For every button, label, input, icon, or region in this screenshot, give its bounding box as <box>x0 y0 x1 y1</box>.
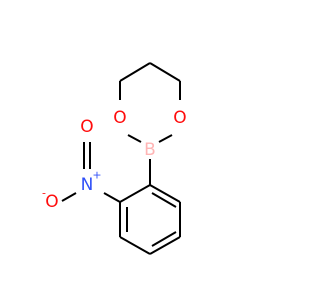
atom-oxygen-nitro-single: O <box>45 192 58 212</box>
bond-ring-3 <box>149 236 181 255</box>
bond-ring-4 <box>119 236 151 255</box>
bond-c-n <box>103 192 121 203</box>
charge-plus: + <box>92 169 101 182</box>
atom-oxygen-ring-left: O <box>113 108 126 128</box>
bond-ring-1-inner <box>151 192 177 208</box>
atom-nitrogen-nitro: N <box>81 175 94 195</box>
bond-ring-6 <box>119 184 151 203</box>
molecule-structure: O O B N + O O - <box>42 62 187 255</box>
bond-c5-c6 <box>119 62 151 82</box>
charge-minus: - <box>42 187 46 200</box>
atom-oxygen-ring-right: O <box>173 108 186 128</box>
bond-ring-1 <box>149 184 181 203</box>
atom-oxygen-nitro-double: O <box>80 117 93 137</box>
atom-boron: B <box>144 140 156 160</box>
bond-o-left-b <box>127 134 142 143</box>
bond-n-o-single <box>61 192 77 202</box>
bond-ring-3-inner <box>151 231 177 247</box>
bond-c4-c5 <box>149 62 181 82</box>
bond-o-right-b <box>158 134 173 143</box>
